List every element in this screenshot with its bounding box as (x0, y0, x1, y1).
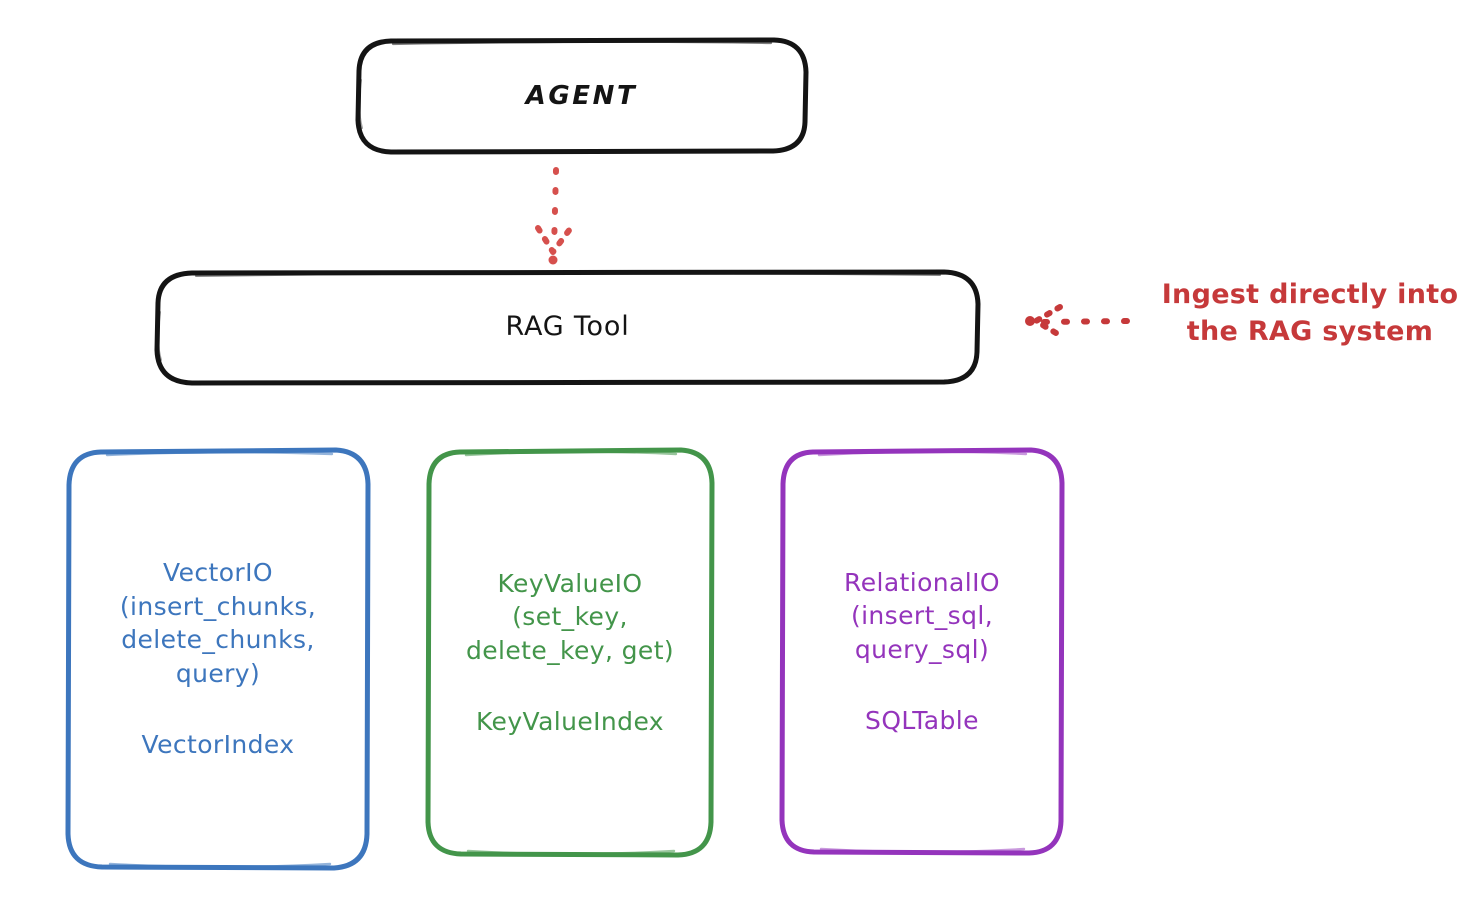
ingest-connector (1025, 304, 1131, 339)
node-rag-tool[interactable]: RAG Tool (157, 272, 978, 382)
key-value-io-index-label: KeyValueIndex (475, 707, 664, 736)
relational-io-index-label: SQLTable (865, 706, 979, 735)
node-vector-io[interactable]: VectorIO (insert_chunks, delete_chunks, … (68, 450, 368, 868)
key-value-io-api-label: KeyValueIO (set_key, delete_key, get) (465, 568, 675, 665)
vector-io-api-label: VectorIO (insert_chunks, delete_chunks, … (119, 558, 317, 688)
agent-to-rag-connector (535, 167, 573, 265)
node-agent[interactable]: AGENT (357, 40, 806, 152)
agent-label: AGENT (525, 80, 638, 111)
vector-io-index-label: VectorIndex (141, 730, 295, 760)
ingest-annotation-text: Ingest directly into the RAG system (1161, 279, 1459, 348)
node-relational-io[interactable]: RelationalIO (insert_sql, query_sql) SQL… (782, 450, 1062, 853)
node-key-value-io[interactable]: KeyValueIO (set_key, delete_key, get) Ke… (428, 450, 712, 855)
relational-io-api-label: RelationalIO (insert_sql, query_sql) (844, 567, 1000, 664)
rag-tool-label: RAG Tool (505, 310, 630, 342)
